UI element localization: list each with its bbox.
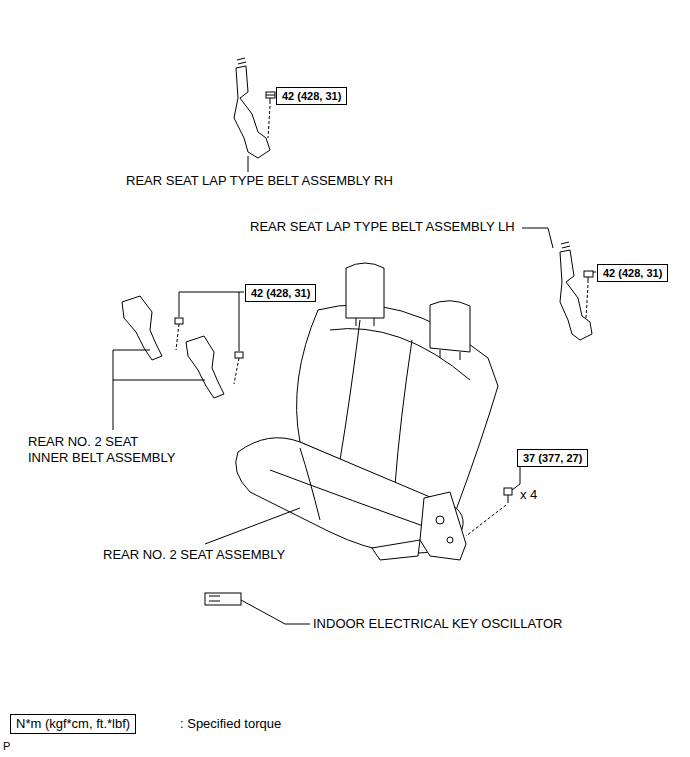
torque-legend-box: N*m (kgf*cm, ft.*lbf) [10,714,136,734]
part-name: REAR NO. 2 SEAT INNER BELT ASSEMBLY [28,434,178,466]
legend-text: : Specified torque [180,716,281,732]
torque-value: 42 (428, 31) [251,287,310,299]
part-name: REAR NO. 2 SEAT ASSEMBLY [103,547,285,563]
torque-value: 42 (428, 31) [603,267,662,279]
torque-box: 42 (428, 31) [245,284,316,302]
torque-value: 37 (377, 27) [523,452,582,464]
quantity-label: x 4 [520,487,537,503]
torque-box: 42 (428, 31) [597,264,668,282]
part-name: REAR SEAT LAP TYPE BELT ASSEMBLY RH [126,173,393,189]
part-name: REAR SEAT LAP TYPE BELT ASSEMBLY LH [250,219,515,235]
part-name: INDOOR ELECTRICAL KEY OSCILLATOR [313,616,562,632]
torque-value: 42 (428, 31) [282,90,341,102]
torque-box: 42 (428, 31) [276,87,347,105]
torque-value: N*m (kgf*cm, ft.*lbf) [16,716,130,731]
torque-box: 37 (377, 27) [517,449,588,467]
page-mark: P [3,738,10,754]
